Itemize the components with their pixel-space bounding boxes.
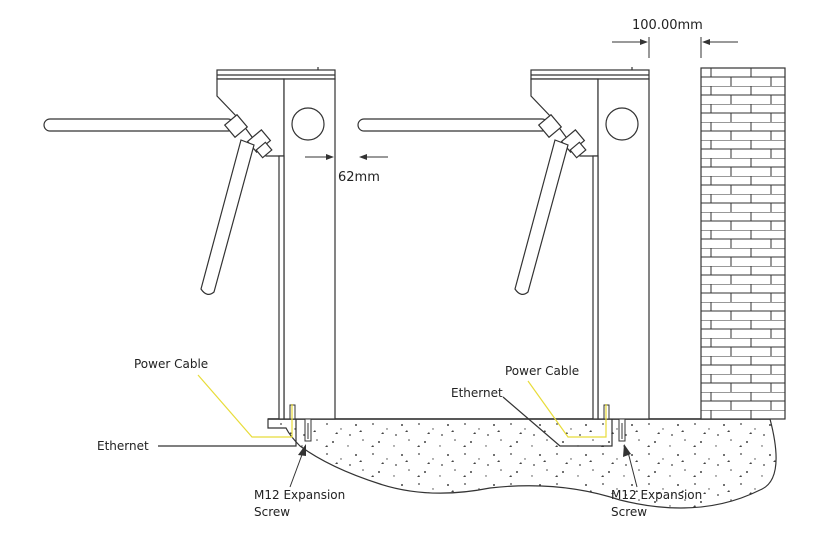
right-ethernet-label: Ethernet [451, 386, 503, 400]
left-power-cable-label: Power Cable [134, 357, 208, 371]
dimension-turnstile-gap: 62mm [305, 154, 388, 185]
turnstile-gap-label: 62mm [338, 170, 380, 185]
right-turnstile [357, 67, 650, 420]
left-ethernet-line [158, 419, 297, 447]
right-screw-label-line1: M12 Expansion [611, 488, 702, 502]
left-cables [158, 374, 297, 447]
right-turnstile-arm-horizontal [357, 118, 549, 132]
right-power-cable-label: Power Cable [505, 364, 579, 378]
left-power-cable-line [197, 374, 293, 438]
dimension-wall-gap: 100.00mm [612, 18, 738, 58]
left-expansion-screw [304, 418, 312, 442]
right-turnstile-indicator [605, 107, 639, 141]
left-ethernet-label: Ethernet [97, 439, 149, 453]
left-turnstile-arm-lower [200, 139, 255, 295]
left-turnstile-indicator [291, 107, 325, 141]
right-cables [502, 380, 613, 447]
right-turnstile-arm-lower [514, 139, 569, 295]
left-turnstile-arm-horizontal [43, 118, 235, 132]
right-power-cable-line [527, 380, 607, 438]
left-screw-arrow [289, 444, 306, 488]
wall-gap-label: 100.00mm [632, 18, 703, 33]
right-expansion-screw [618, 418, 626, 442]
brick-wall [700, 67, 786, 420]
left-screw-label-line2: Screw [254, 505, 290, 519]
concrete-foundation [267, 418, 777, 509]
right-screw-label-line2: Screw [611, 505, 647, 519]
right-turnstile-pillar [597, 78, 650, 420]
right-screw-arrow [623, 444, 638, 488]
right-ethernet-line [502, 396, 613, 447]
left-screw-label-line1: M12 Expansion [254, 488, 345, 502]
